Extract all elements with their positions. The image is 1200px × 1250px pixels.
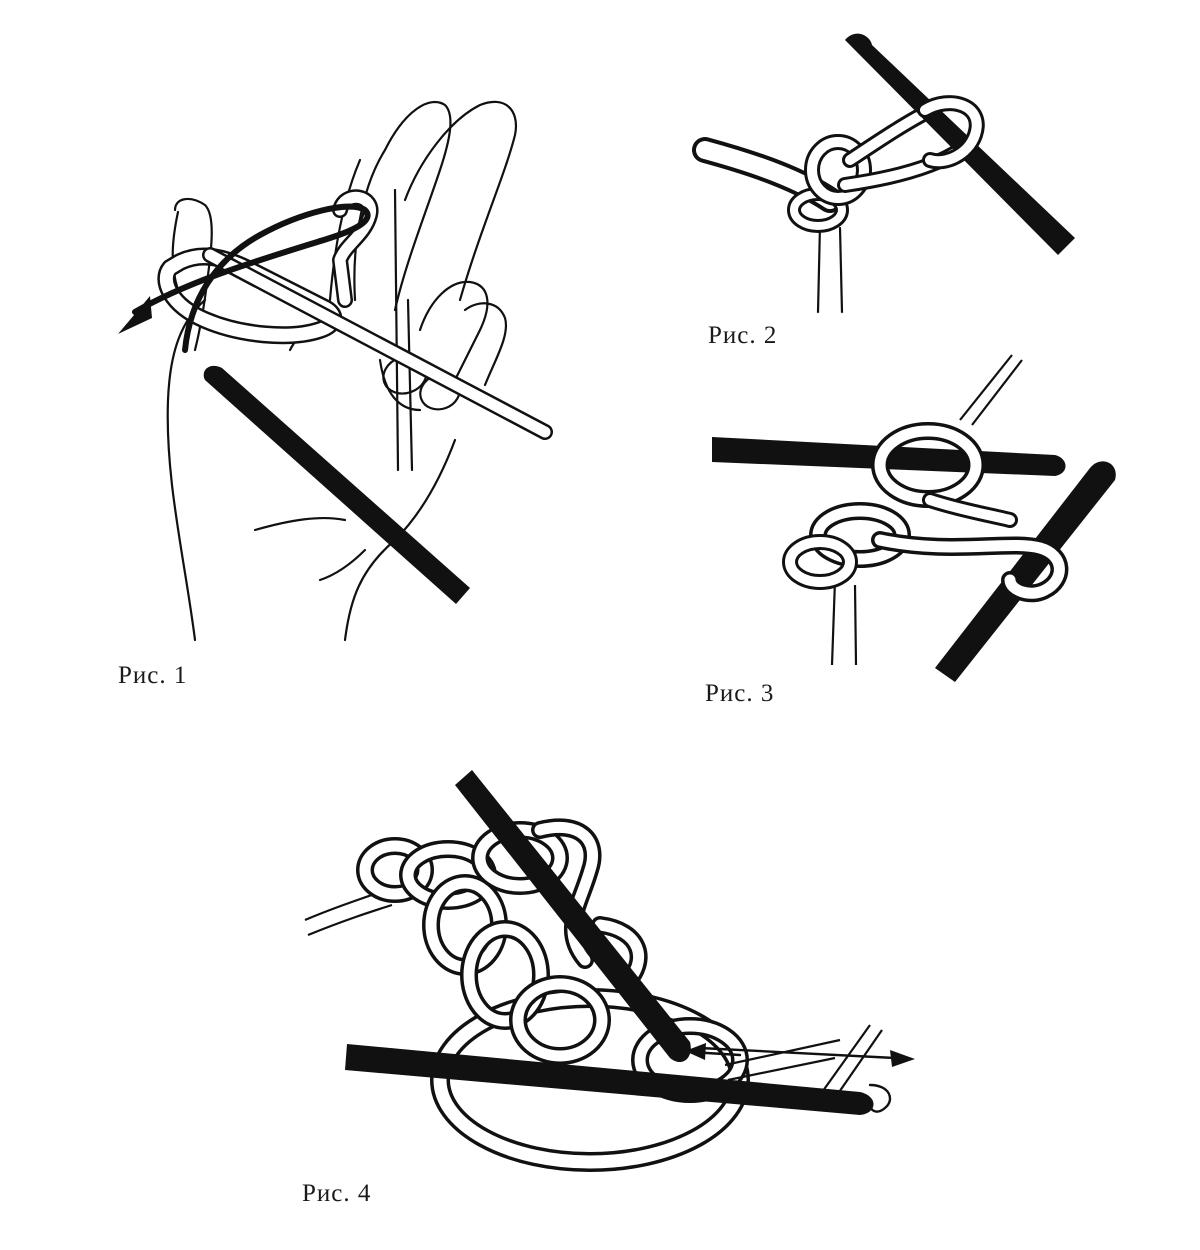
yarn-tail-bottom: [830, 579, 858, 666]
hand-holding-yarn-illustration: [118, 100, 553, 642]
arrow-head-left: [685, 1043, 706, 1060]
figure-2: [692, 25, 1090, 320]
chain-stitch-illustration: [712, 354, 1116, 682]
figure-3-caption: Рис. 3: [705, 680, 775, 707]
crochet-hook-diagonal: [455, 770, 691, 1063]
arrow-head-right: [890, 1050, 915, 1067]
figure-4-caption: Рис. 4: [302, 1180, 372, 1207]
yarn-tail-top: [959, 354, 1023, 426]
arrow-head: [118, 296, 152, 334]
yarn-strand: [157, 189, 553, 440]
crochet-hook-horizontal: [345, 1044, 874, 1115]
figure-3: [700, 350, 1130, 685]
crochet-hook: [203, 365, 470, 604]
chain-loops: [782, 422, 1069, 603]
joining-ring-illustration: [304, 770, 915, 1172]
yarn-knot: [692, 100, 968, 314]
first-loop-illustration: [692, 33, 1075, 314]
hook-loop: [917, 95, 985, 170]
figure-1-caption: Рис. 1: [118, 662, 188, 689]
figure-4: [300, 765, 930, 1185]
crochet-hook-diagonal: [935, 461, 1116, 682]
figure-2-caption: Рис. 2: [708, 322, 778, 349]
direction-arrow: [132, 203, 371, 353]
figure-1: [100, 90, 570, 650]
